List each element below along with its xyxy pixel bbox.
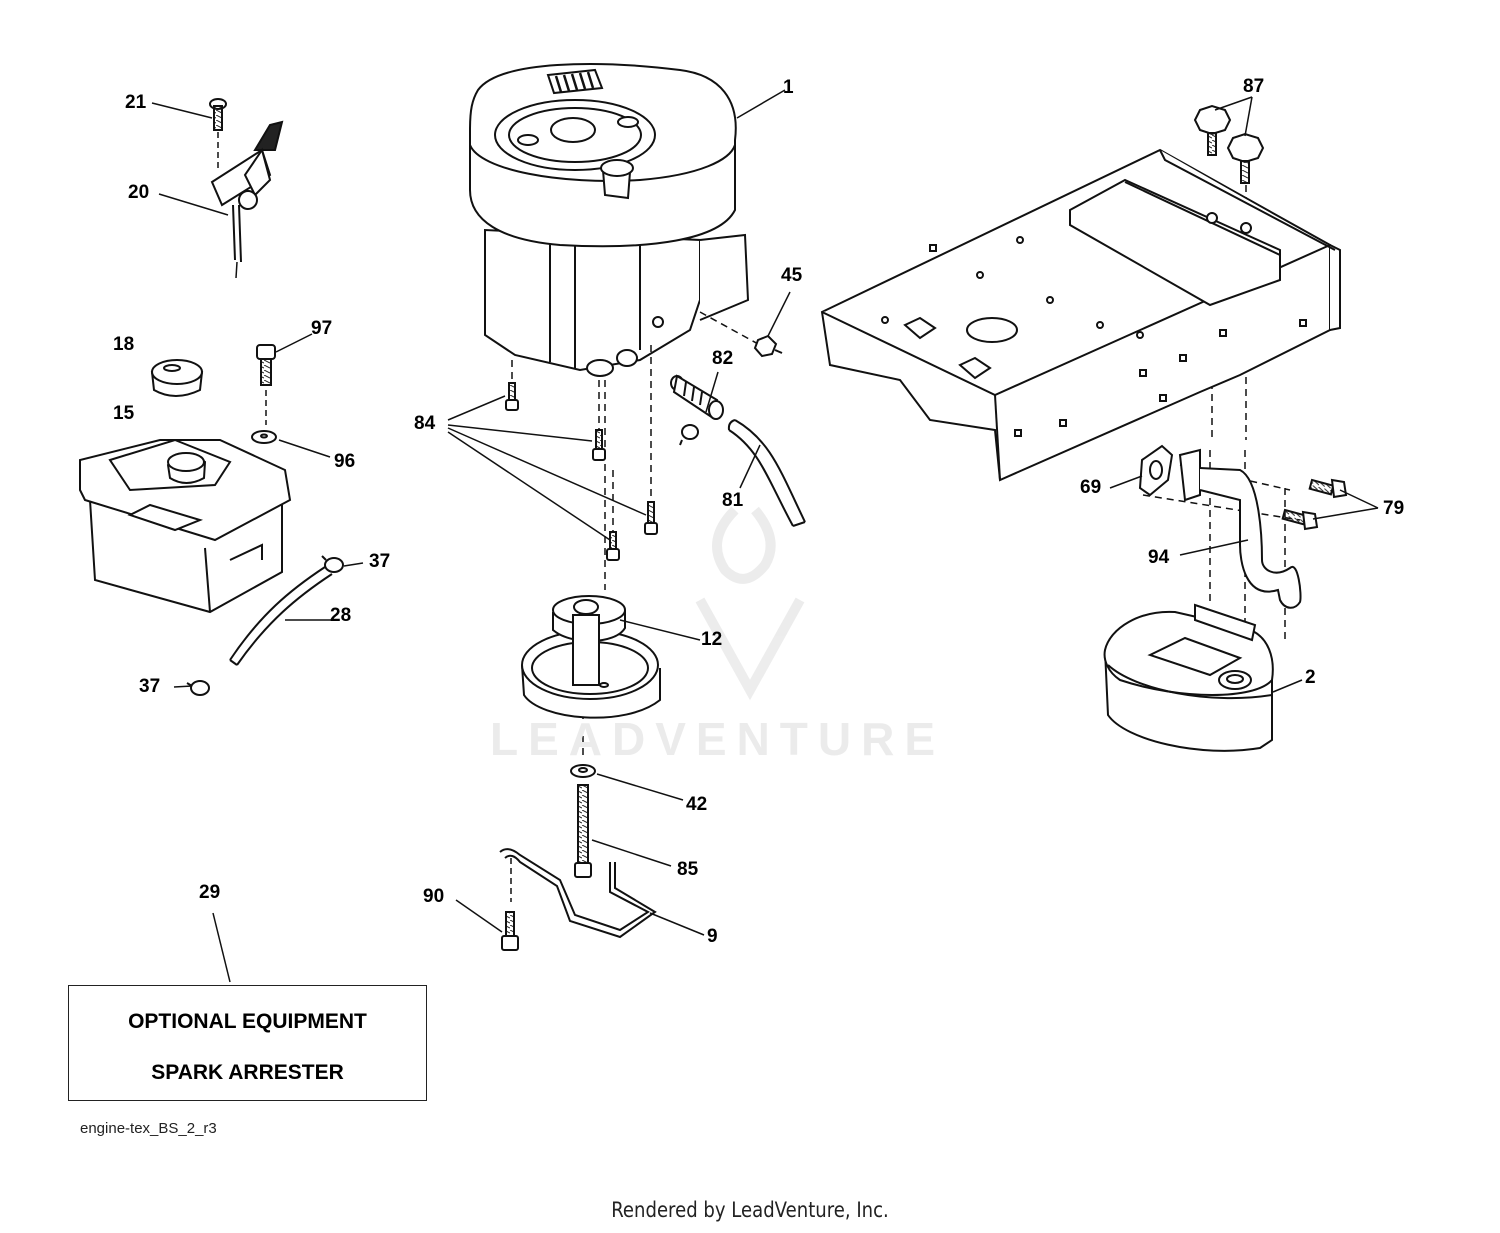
part-label-84: 84 [414, 413, 436, 434]
part-label-87: 87 [1243, 76, 1265, 97]
exhaust-pipe-94 [1178, 448, 1302, 609]
fuel-filter-82 [670, 374, 724, 446]
leader-lines [151, 89, 1379, 983]
bracket-9 [499, 848, 657, 939]
part-label-2: 2 [1305, 667, 1316, 688]
washer-42 [570, 764, 596, 778]
pulley-12 [521, 595, 661, 719]
clamp-37-top [321, 555, 344, 573]
engine [469, 63, 750, 377]
part-label-45: 45 [781, 265, 803, 286]
part-label-9: 9 [707, 926, 718, 947]
part-label-37-bottom: 37 [139, 676, 161, 697]
part-label-85: 85 [677, 859, 699, 880]
part-label-94: 94 [1148, 547, 1170, 568]
part-label-28: 28 [330, 605, 352, 626]
watermark-text: LEADVENTURE [490, 713, 946, 765]
render-credit: Rendered by LeadVenture, Inc. [611, 1198, 889, 1222]
optional-equipment-box: OPTIONAL EQUIPMENT SPARK ARRESTER [68, 985, 427, 1101]
muffler-2 [1103, 603, 1274, 752]
drawing-code: engine-tex_BS_2_r3 [80, 1120, 217, 1137]
part-label-37-top: 37 [369, 551, 391, 572]
part-label-15: 15 [113, 403, 135, 424]
fuel-tank-15 [79, 438, 292, 614]
part-label-42: 42 [686, 794, 708, 815]
part-label-90: 90 [423, 886, 445, 907]
part-label-20: 20 [128, 182, 150, 203]
fuel-cap-18 [150, 359, 204, 397]
nut-45 [753, 334, 783, 358]
part-label-82: 82 [712, 348, 734, 369]
part-label-79: 79 [1383, 498, 1405, 519]
gasket-69 [1138, 444, 1174, 497]
throttle-control-20 [210, 120, 284, 279]
optional-equipment-title: OPTIONAL EQUIPMENT [128, 1010, 367, 1033]
part-label-1: 1 [783, 77, 794, 98]
bolt-97 [256, 344, 276, 425]
screw-21 [209, 98, 227, 170]
fuel-hose-81 [727, 419, 806, 527]
spark-arrester-label: SPARK ARRESTER [151, 1061, 344, 1084]
washer-96 [251, 430, 277, 444]
part-label-12: 12 [701, 629, 723, 650]
bolts-84 [505, 382, 658, 561]
part-label-97: 97 [311, 318, 333, 339]
watermark-logo [695, 506, 805, 701]
clamp-37-bottom [186, 680, 210, 696]
fuel-line-28 [229, 566, 333, 666]
frame-plate [820, 148, 1341, 482]
part-label-18: 18 [113, 334, 135, 355]
part-label-81: 81 [722, 490, 744, 511]
bolt-90 [501, 911, 519, 951]
part-label-21: 21 [125, 92, 147, 113]
knobs-87 [1193, 104, 1265, 184]
part-label-96: 96 [334, 451, 356, 472]
part-label-69: 69 [1080, 477, 1102, 498]
bolt-85 [574, 784, 592, 878]
bolts-79 [1281, 478, 1348, 531]
part-label-29: 29 [199, 882, 221, 903]
